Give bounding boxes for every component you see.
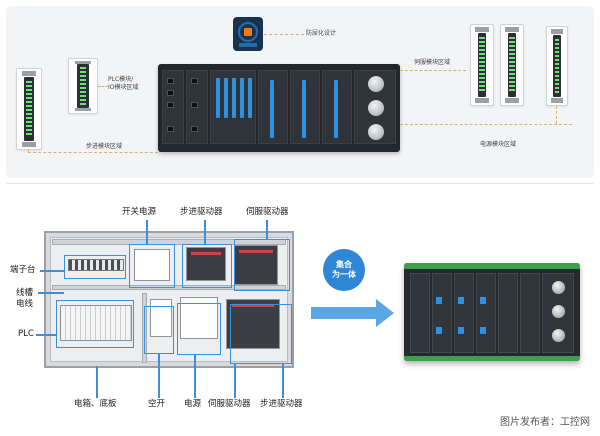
- leader-line: [194, 355, 196, 398]
- leader-line: [266, 220, 268, 239]
- merge-line-1: 集合: [336, 260, 352, 269]
- leader-line: [234, 364, 236, 398]
- leader-line: [40, 270, 64, 272]
- leader-line: [282, 364, 284, 398]
- callout-stepper-driver-top: 步进驱动器: [180, 207, 223, 217]
- bottom-driver-highlight: [230, 304, 292, 364]
- leader-line: [158, 354, 160, 398]
- servo-region-label: 伺服模块区域: [414, 59, 451, 66]
- callout-enclosure: 电箱、底板: [74, 399, 117, 409]
- leader-line: [204, 220, 206, 244]
- leader-line: [146, 220, 148, 244]
- plc-highlight: [56, 300, 134, 348]
- leader-line: [400, 124, 572, 125]
- power-region-label: 电源模块区域: [480, 141, 517, 148]
- stepper-module-image: [16, 68, 42, 150]
- callout-servo-driver-bottom: 伺服驱动器: [208, 399, 251, 409]
- right-arrow-icon: [311, 307, 377, 319]
- leader-line: [98, 86, 108, 87]
- leader-line: [36, 334, 56, 336]
- servo-driver-highlight: [234, 239, 290, 291]
- leader-line: [400, 70, 466, 71]
- callout-wire-trunk: 线槽 电线: [16, 288, 34, 310]
- stepper-region-label: 步进模块区域: [86, 143, 123, 150]
- power-module-image: [546, 26, 568, 106]
- callout-stepper-driver-bottom: 步进驱动器: [260, 399, 303, 409]
- callout-servo-driver-top: 伺服驱动器: [246, 207, 289, 217]
- servo-module-image: [500, 24, 524, 106]
- callout-switching-power: 开关电源: [122, 207, 157, 217]
- servo-module-image: [470, 24, 494, 106]
- leader-line: [38, 292, 64, 294]
- leader-line: [96, 366, 98, 398]
- switching-power-highlight: [129, 244, 175, 288]
- callout-breaker: 空开: [148, 399, 166, 409]
- leader-line: [28, 152, 158, 153]
- watermark: 图片发布者：工控网: [500, 417, 590, 428]
- terminal-block-highlight: [64, 255, 126, 279]
- callout-plc: PLC: [18, 329, 34, 339]
- leader-line: [264, 34, 304, 35]
- stepper-driver-highlight: [182, 244, 232, 288]
- callout-power: 电源: [184, 399, 202, 409]
- right-arrow-head-icon: [376, 299, 394, 327]
- callout-terminal-block: 端子台: [10, 265, 36, 275]
- plc-io-region-label: PLC模块/ IO模块区域: [108, 76, 139, 91]
- merge-badge: 集合 为一体: [323, 249, 365, 291]
- anti-corrosion-shield-icon: [233, 17, 263, 51]
- leader-line: [556, 106, 557, 124]
- breaker-highlight: [144, 306, 174, 354]
- leader-line: [28, 150, 29, 152]
- merge-line-2: 为一体: [332, 270, 356, 279]
- power-highlight: [177, 303, 221, 355]
- traditional-cabinet-image: [44, 231, 294, 368]
- plc-io-module-image: [68, 58, 98, 114]
- integrated-controller-rack-image: [158, 64, 400, 152]
- integrated-controller-image: [404, 263, 580, 361]
- anti-corrosion-label: 防尿化设计: [306, 30, 337, 37]
